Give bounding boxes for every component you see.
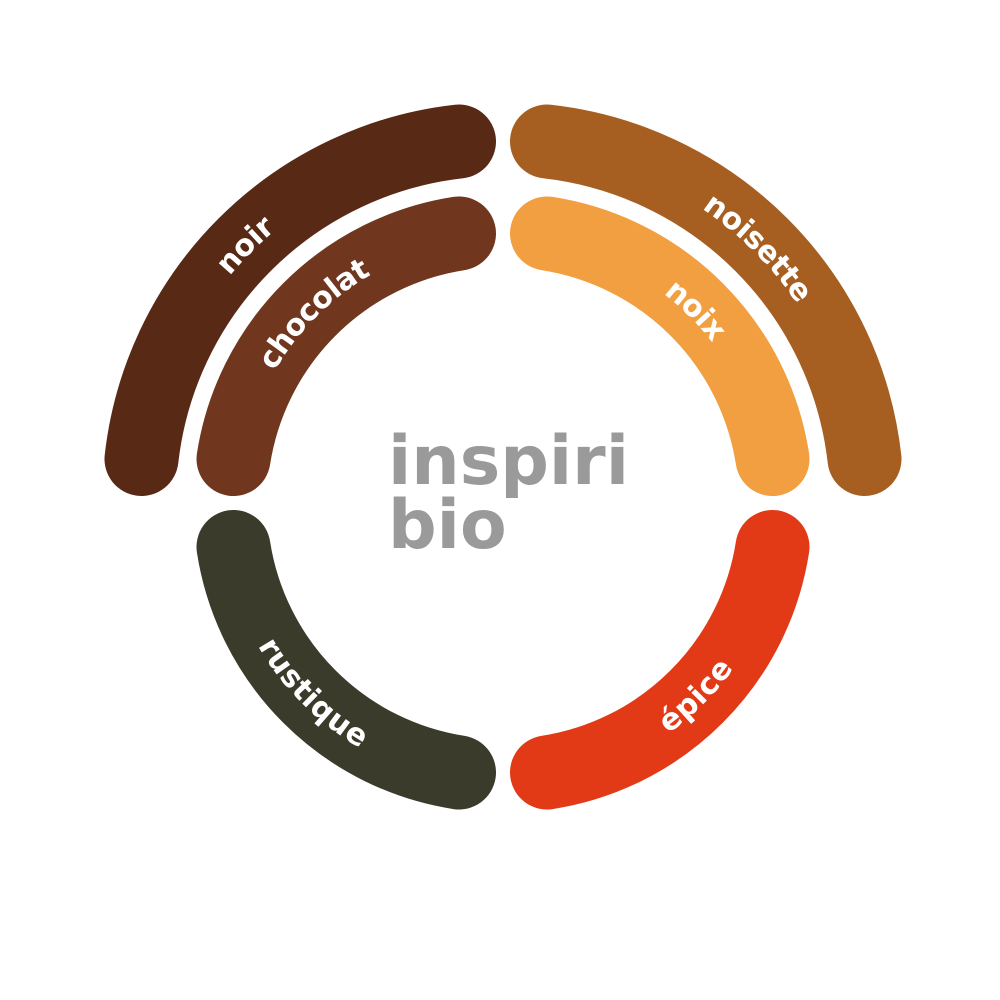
- brand-line-2: bio: [388, 486, 507, 565]
- segment-noix: noix: [547, 234, 773, 460]
- brand-line-1: inspiri: [388, 422, 629, 501]
- segment-epice-arc: [547, 547, 773, 773]
- segment-noir: noir: [142, 142, 460, 460]
- brand-logo: inspiri bio: [388, 422, 629, 565]
- segment-rustique: rustique: [234, 547, 460, 773]
- segment-epice: épice: [547, 547, 773, 773]
